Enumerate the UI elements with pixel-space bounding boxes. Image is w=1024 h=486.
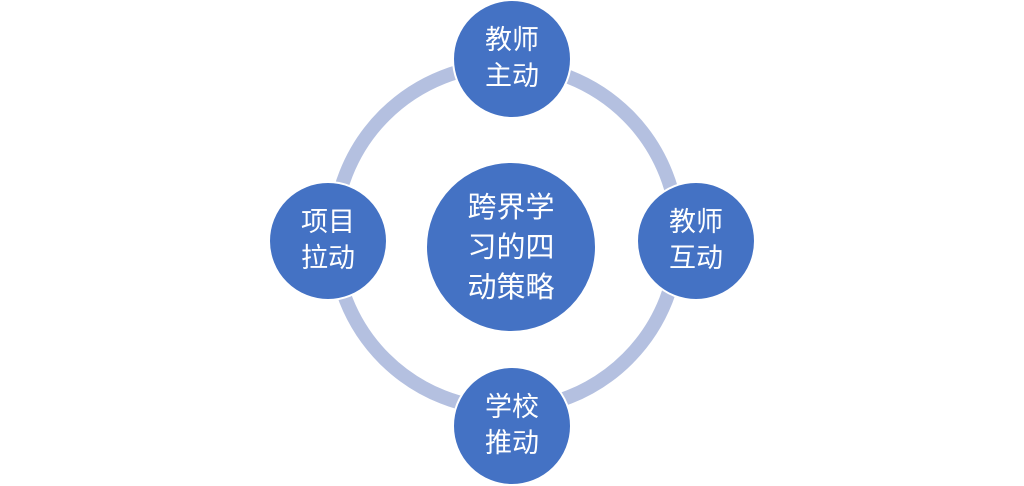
node-school-push-label: 学校 推动: [485, 390, 539, 462]
node-center-strategy-label: 跨界学 习的四 动策略: [467, 187, 554, 307]
node-project-pull: 项目 拉动: [268, 181, 388, 301]
node-teacher-interaction-label: 教师 互动: [669, 205, 723, 277]
node-label-line: 动策略: [467, 270, 555, 304]
node-teacher-interaction: 教师 互动: [636, 181, 756, 301]
node-label-line: 主动: [485, 61, 539, 92]
node-teacher-initiative-label: 教师 主动: [485, 23, 539, 95]
node-label-line: 教师: [669, 207, 723, 238]
node-label-line: 推动: [485, 428, 539, 459]
node-label-line: 学校: [485, 392, 539, 423]
node-center-strategy: 跨界学 习的四 动策略: [425, 161, 597, 333]
node-label-line: 跨界学: [467, 190, 555, 224]
node-project-pull-label: 项目 拉动: [301, 205, 355, 277]
node-label-line: 教师: [485, 25, 539, 56]
node-school-push: 学校 推动: [452, 366, 572, 486]
node-label-line: 拉动: [301, 243, 355, 274]
node-teacher-initiative: 教师 主动: [452, 0, 572, 119]
node-label-line: 习的四: [467, 230, 555, 264]
node-label-line: 项目: [301, 207, 355, 238]
node-label-line: 互动: [669, 243, 723, 274]
